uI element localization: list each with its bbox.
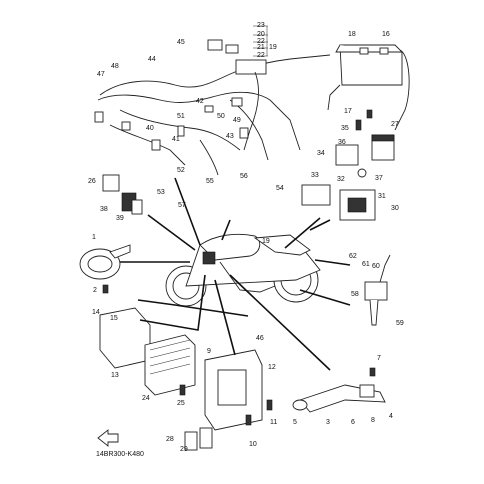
callout-1: 1 <box>92 234 96 241</box>
callout-51: 51 <box>177 113 185 120</box>
wire-harness <box>94 39 331 176</box>
callout-8: 8 <box>371 417 375 424</box>
callout-48: 48 <box>111 63 119 70</box>
callout-41: 41 <box>172 136 180 143</box>
callout-57: 57 <box>178 202 186 209</box>
callout-15: 15 <box>110 315 118 322</box>
callout-23: 23 <box>257 22 265 29</box>
callout-40: 40 <box>146 125 154 132</box>
rectifier-regulator <box>99 307 196 396</box>
callout-11: 11 <box>270 419 277 426</box>
callout-19b: 19 <box>262 238 270 245</box>
callout-5: 5 <box>293 419 297 426</box>
callout-34: 34 <box>317 150 325 157</box>
callout-35: 35 <box>341 125 349 132</box>
sensor-bracket <box>292 384 386 413</box>
callout-50: 50 <box>217 113 225 120</box>
callout-55: 55 <box>206 178 214 185</box>
callout-46: 46 <box>256 335 264 342</box>
callout-28: 28 <box>166 436 174 443</box>
callout-30: 30 <box>391 205 399 212</box>
callout-49: 49 <box>233 117 241 124</box>
callout-59: 59 <box>396 320 404 327</box>
speed-sensor <box>364 254 391 326</box>
callout-47: 47 <box>97 71 105 78</box>
callout-21: 21 <box>257 44 265 51</box>
battery <box>327 44 410 131</box>
callout-42: 42 <box>196 98 204 105</box>
callout-53: 53 <box>157 189 165 196</box>
callout-32: 32 <box>337 176 345 183</box>
callout-27: 27 <box>391 121 399 128</box>
callout-25: 25 <box>177 400 185 407</box>
diagram-code: 14BR300-K480 <box>96 451 144 458</box>
callout-7: 7 <box>377 355 381 362</box>
horn <box>79 244 131 280</box>
callout-36: 36 <box>338 139 346 146</box>
callout-61: 61 <box>362 261 370 268</box>
relay-group <box>301 134 395 221</box>
callout-33: 33 <box>311 172 319 179</box>
callout-12: 12 <box>268 364 276 371</box>
callout-18: 18 <box>348 31 356 38</box>
callout-17: 17 <box>344 108 352 115</box>
callout-9: 9 <box>207 348 211 355</box>
callouts: 23 20 22 21 19 22 18 16 45 44 48 47 42 5… <box>88 22 404 453</box>
callout-38: 38 <box>100 206 108 213</box>
callout-3: 3 <box>326 419 330 426</box>
callout-20: 20 <box>257 31 265 38</box>
connector-pair <box>184 427 213 451</box>
callout-45: 45 <box>177 39 185 46</box>
callout-54: 54 <box>276 185 284 192</box>
callout-6: 6 <box>351 419 355 426</box>
callout-4: 4 <box>389 413 393 420</box>
ecu-bracket <box>204 349 263 431</box>
zone-leaders <box>120 177 351 371</box>
callout-29: 29 <box>180 446 188 453</box>
callout-37: 37 <box>375 175 383 182</box>
callout-31: 31 <box>378 193 386 200</box>
callout-22b: 22 <box>257 52 265 59</box>
callout-2: 2 <box>93 287 97 294</box>
relay-left <box>102 174 143 215</box>
callout-58: 58 <box>351 291 359 298</box>
callout-19: 19 <box>269 44 277 51</box>
callout-13: 13 <box>111 372 119 379</box>
callout-56: 56 <box>240 173 248 180</box>
callout-44: 44 <box>148 56 156 63</box>
bolts <box>102 109 376 426</box>
callout-62: 62 <box>349 253 357 260</box>
callout-52: 52 <box>177 167 185 174</box>
callout-16: 16 <box>382 31 390 38</box>
motorcycle <box>165 233 321 307</box>
callout-14: 14 <box>92 309 100 316</box>
front-arrow-icon <box>97 429 119 447</box>
callout-22a: 22 <box>257 38 265 45</box>
callout-26: 26 <box>88 178 96 185</box>
callout-43: 43 <box>226 133 234 140</box>
callout-10: 10 <box>249 441 257 448</box>
callout-24: 24 <box>142 395 150 402</box>
callout-60: 60 <box>372 263 380 270</box>
callout-39: 39 <box>116 215 124 222</box>
